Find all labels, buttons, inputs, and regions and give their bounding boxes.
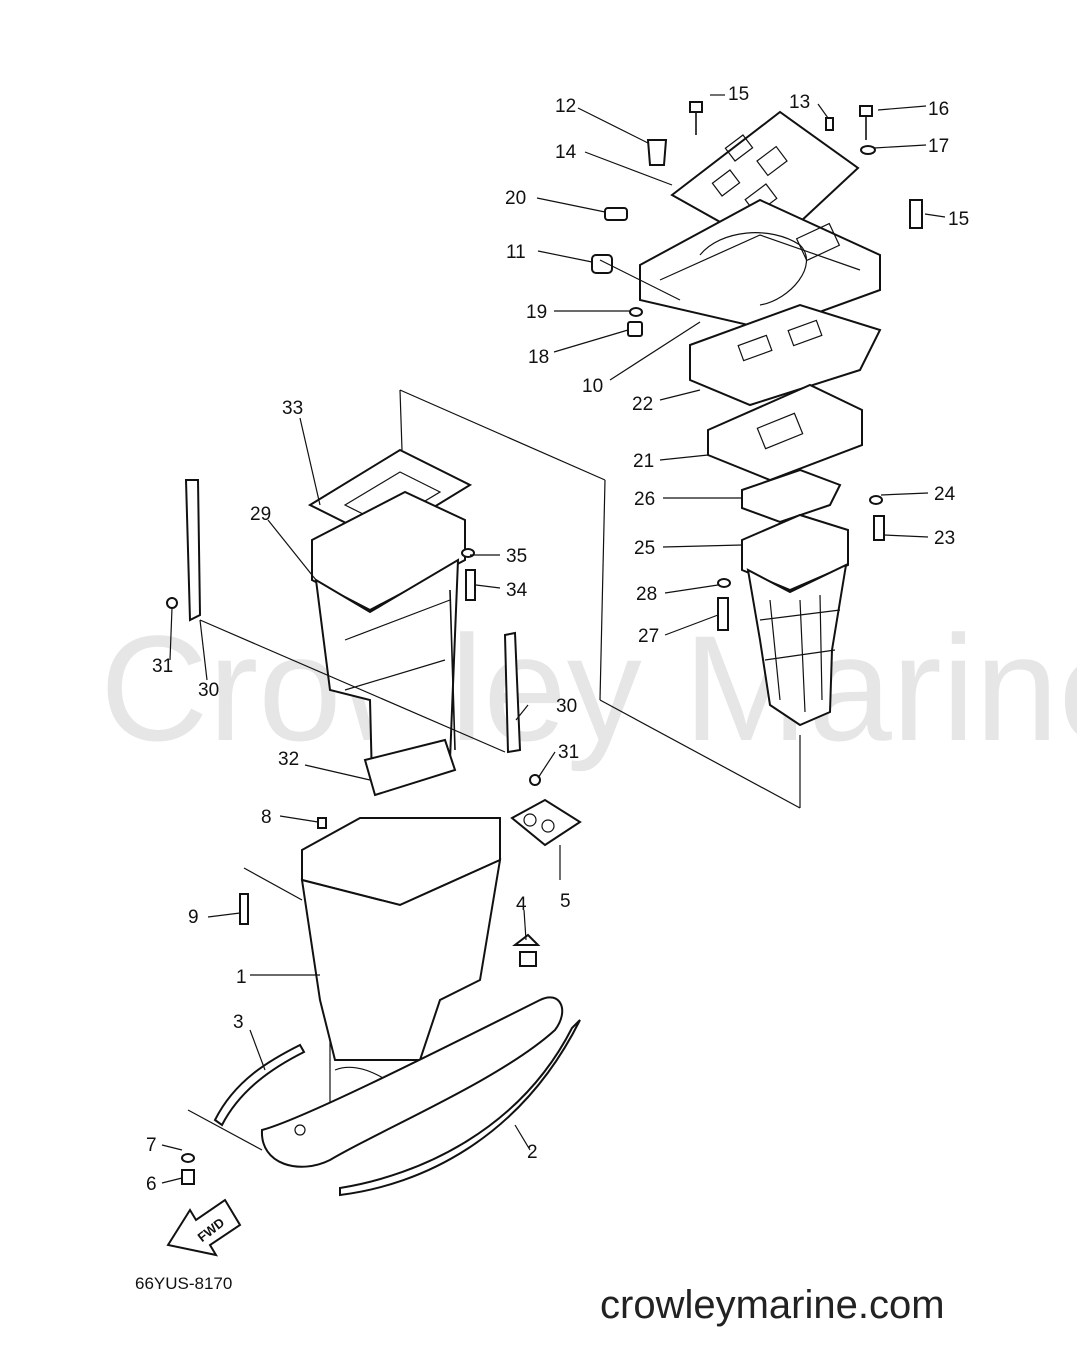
- lower-plate-and-rubber: [181, 996, 581, 1197]
- fwd-arrow: FWD: [166, 1198, 242, 1257]
- callout-15-top: 15: [728, 84, 749, 105]
- callout-2: 2: [527, 1142, 538, 1163]
- callout-20: 20: [505, 188, 526, 209]
- callout-32: 32: [278, 749, 299, 770]
- callout-8: 8: [261, 807, 272, 828]
- callout-35: 35: [506, 546, 527, 567]
- callout-30-right: 30: [556, 696, 577, 717]
- callout-31-left: 31: [152, 656, 173, 677]
- callout-31-right: 31: [558, 742, 579, 763]
- callout-29: 29: [250, 504, 271, 525]
- site-url: crowleymarine.com: [600, 1283, 945, 1327]
- callout-4: 4: [516, 894, 527, 915]
- callout-10: 10: [582, 376, 603, 397]
- callout-5: 5: [560, 891, 571, 912]
- callout-25: 25: [634, 538, 655, 559]
- callout-16: 16: [928, 99, 949, 120]
- callout-34: 34: [506, 580, 528, 601]
- callout-24: 24: [934, 484, 956, 505]
- callout-14: 14: [555, 142, 577, 163]
- callout-17: 17: [928, 136, 949, 157]
- callout-leaders: [161, 94, 946, 1184]
- upper-fasteners: [591, 101, 923, 631]
- callout-1: 1: [236, 967, 247, 988]
- callout-7: 7: [146, 1135, 157, 1156]
- callout-21: 21: [633, 451, 654, 472]
- assembly-guide-lines: [187, 259, 801, 1151]
- callout-33: 33: [282, 398, 303, 419]
- callout-15-right: 15: [948, 209, 969, 230]
- callout-3: 3: [233, 1012, 244, 1033]
- callout-28: 28: [636, 584, 657, 605]
- diagram-code: 66YUS-8170: [135, 1274, 232, 1293]
- watermark: Crowley Marine: [100, 604, 1077, 772]
- callout-11: 11: [506, 242, 526, 263]
- callout-6: 6: [146, 1174, 157, 1195]
- callout-23: 23: [934, 528, 955, 549]
- callout-9: 9: [188, 907, 199, 928]
- callout-30-left: 30: [198, 680, 219, 701]
- callout-26: 26: [634, 489, 655, 510]
- casing-bolts: [239, 548, 476, 925]
- callout-18: 18: [528, 347, 549, 368]
- callout-12: 12: [555, 96, 576, 117]
- callout-13: 13: [789, 92, 810, 113]
- upper-casing-plate: [639, 110, 882, 727]
- callout-22: 22: [632, 394, 653, 415]
- callout-19: 19: [526, 302, 547, 323]
- callout-labels: 1 2 3 4 5 6 7 8 9 10 11 12 13 14 15 15 1…: [146, 84, 969, 1195]
- upper-casing-main: [300, 817, 541, 1111]
- exhaust-muffler-assembly: [166, 448, 582, 847]
- callout-27: 27: [638, 626, 659, 647]
